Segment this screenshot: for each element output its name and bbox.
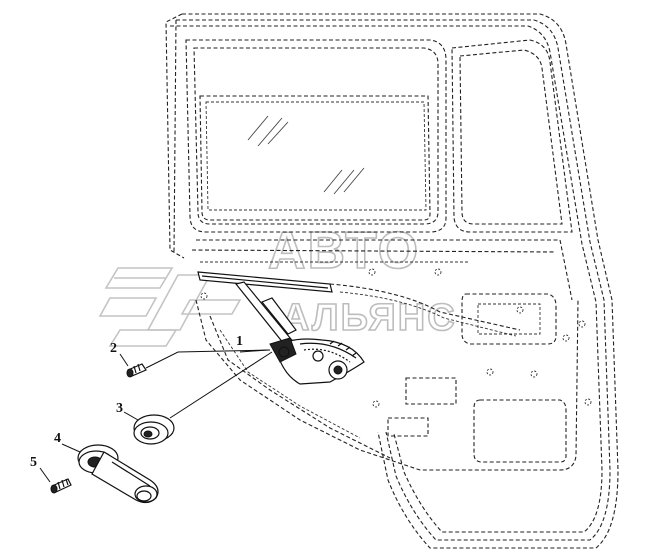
- screw-part-2: [126, 363, 147, 378]
- glass-glare: [247, 115, 365, 195]
- callout-4: 4: [54, 431, 61, 446]
- leader-lines: [39, 349, 273, 483]
- watermark-text-line2: АЛЬЯНС: [282, 297, 457, 339]
- callout-3: 3: [116, 401, 123, 416]
- spacer-part-3: [133, 414, 175, 445]
- window-regulator: [197, 271, 365, 385]
- mounting-holes: [200, 268, 592, 408]
- door-panel: [165, 13, 619, 549]
- callout-2: 2: [110, 341, 117, 356]
- callout-labels: 1 2 3 4 5: [30, 334, 243, 470]
- handle-screw-part-5: [50, 478, 72, 494]
- window-crank-handle-part-4: [77, 444, 159, 504]
- callout-1: 1: [236, 334, 243, 349]
- callout-5: 5: [30, 455, 37, 470]
